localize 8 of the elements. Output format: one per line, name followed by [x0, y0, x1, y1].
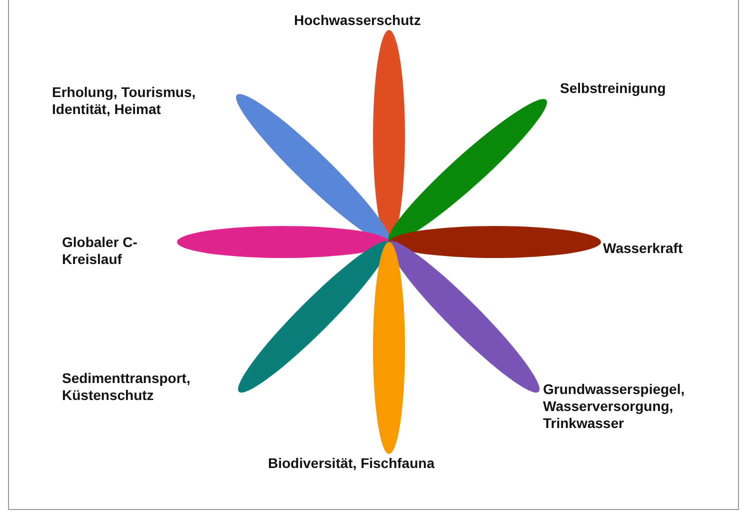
petal-label: Erholung, Tourismus, Identität, Heimat	[52, 84, 197, 118]
petal-label: Globaler C-Kreislauf	[62, 234, 138, 268]
petal-label: Selbstreinigung	[560, 80, 667, 97]
petal-label: Biodiversität, Fischfauna	[268, 455, 436, 472]
petal-label: Grundwasserspiegel, Wasserversorgung, Trinkwasser	[543, 381, 686, 432]
petal-label: Sedimenttransport, Küstenschutz	[62, 370, 192, 404]
petal-label: Wasserkraft	[603, 240, 684, 257]
petal-label: Hochwasserschutz	[294, 12, 422, 29]
